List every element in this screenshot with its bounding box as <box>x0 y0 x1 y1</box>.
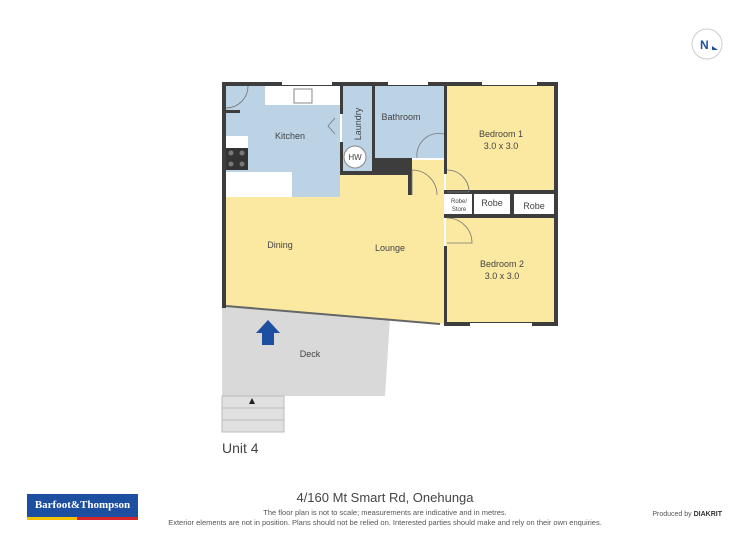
robe-1-label: Robe <box>481 198 503 208</box>
address-title: 4/160 Mt Smart Rd, Onehunga <box>296 490 474 505</box>
lounge-label: Lounge <box>375 243 405 253</box>
counter <box>226 172 292 197</box>
bedroom-1-label: Bedroom 1 <box>479 129 523 139</box>
produced-by: Produced by DIAKRIT <box>652 511 722 518</box>
robe-2-label: Robe <box>523 201 545 211</box>
laundry-label: Laundry <box>353 107 363 140</box>
sink-icon <box>293 88 313 104</box>
counter <box>226 136 248 148</box>
unit-label: Unit 4 <box>222 440 259 456</box>
entry-arrow-icon <box>256 320 280 345</box>
svg-text:N: N <box>700 38 709 52</box>
robe-2 <box>514 197 554 216</box>
north-arrow-icon: N <box>691 28 723 60</box>
floor-plan: N <box>221 28 723 433</box>
hot-water-cylinder <box>343 145 367 169</box>
bedroom-2-label: Bedroom 2 <box>480 259 524 269</box>
robe-1 <box>475 194 510 214</box>
robe-store-label-2: Store <box>452 207 467 213</box>
bedroom-1 <box>446 86 554 192</box>
sliding-door <box>225 305 441 325</box>
hw-label: HW <box>348 153 362 162</box>
produced-by-text: Produced by <box>652 511 692 518</box>
windows <box>282 82 537 326</box>
deck-label: Deck <box>300 349 321 359</box>
producer-name: DIAKRIT <box>693 511 722 518</box>
bathroom <box>375 86 444 158</box>
deck-steps <box>221 395 285 433</box>
disclaimer-2: Exterior elements are not in position. P… <box>168 518 602 527</box>
kitchen-label: Kitchen <box>275 131 305 141</box>
bedroom-2 <box>446 217 554 322</box>
barfoot-thompson-logo: Barfoot&Thompson <box>27 494 138 520</box>
robe-store-label: Robe/ <box>451 199 467 205</box>
bathroom-label: Bathroom <box>381 112 420 122</box>
dining-lounge <box>226 160 444 324</box>
dining-label: Dining <box>267 240 293 250</box>
bedroom-2-size: 3.0 x 3.0 <box>485 271 520 281</box>
robe-store <box>446 195 472 217</box>
bedroom-1-size: 3.0 x 3.0 <box>484 141 519 151</box>
disclaimer-1: The floor plan is not to scale; measurem… <box>263 508 507 517</box>
door-swings <box>225 85 473 244</box>
step-arrow-icon <box>249 398 255 404</box>
